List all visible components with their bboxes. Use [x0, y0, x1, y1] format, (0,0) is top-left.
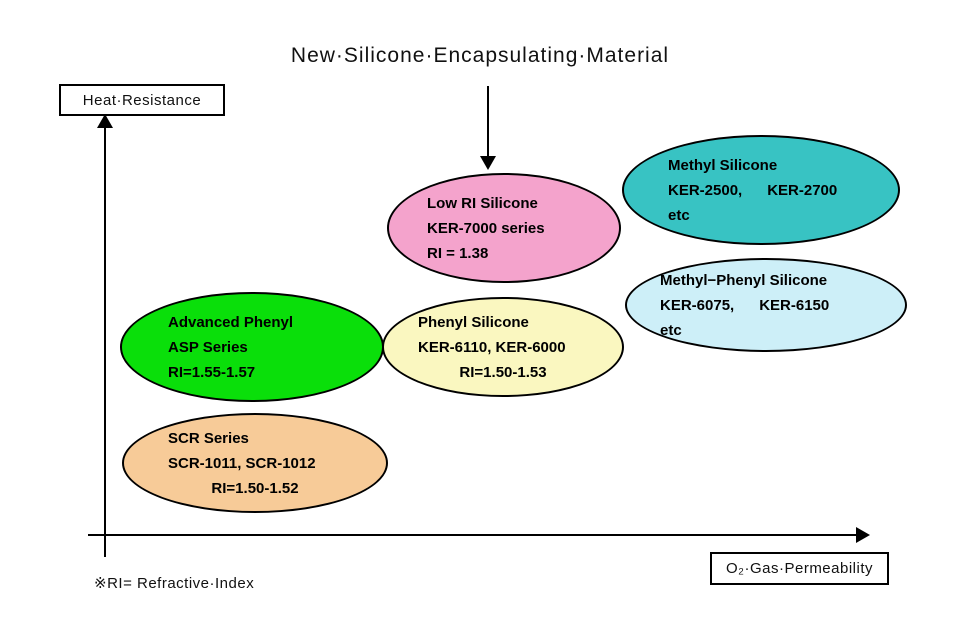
bubble-line: RI=1.50-1.52 — [211, 479, 299, 497]
y-axis-label: Heat·Resistance — [82, 91, 202, 109]
bubble-methyl-phenyl-silicone: Methyl−Phenyl Silicone KER-6075, KER-615… — [625, 258, 907, 352]
x-axis-arrowhead-icon — [856, 527, 870, 543]
ri-footnote: ※RI= Refractive·Index — [94, 575, 255, 592]
bubble-line: Advanced Phenyl — [168, 313, 294, 331]
x-axis-label: O₂·Gas·Permeability — [725, 560, 874, 577]
bubble-methyl-silicone: Methyl Silicone KER-2500, KER-2700 etc — [622, 135, 900, 245]
bubble-line: ASP Series — [168, 338, 248, 356]
title-pointer-arrow — [487, 86, 489, 158]
bubble-line: SCR Series — [168, 429, 249, 447]
bubble-line: RI=1.55-1.57 — [168, 363, 256, 381]
bubble-phenyl-silicone: Phenyl Silicone KER-6110, KER-6000 RI=1.… — [382, 297, 624, 397]
bubble-line: Methyl Silicone — [668, 156, 778, 174]
bubble-line: KER-6075, KER-6150 — [660, 296, 830, 314]
bubble-line: KER-6110, KER-6000 — [418, 338, 566, 356]
y-axis — [104, 126, 106, 557]
x-axis-label-box: O₂·Gas·Permeability — [710, 552, 889, 585]
bubble-line: SCR-1011, SCR-1012 — [168, 454, 316, 472]
bubble-line: RI=1.50-1.53 — [459, 363, 547, 381]
bubble-line: KER-2500, KER-2700 — [668, 181, 838, 199]
x-axis — [88, 534, 858, 536]
bubble-line: KER-7000 series — [427, 219, 545, 237]
bubble-line: Phenyl Silicone — [418, 313, 529, 331]
bubble-line: RI = 1.38 — [427, 244, 489, 262]
title-pointer-arrowhead-icon — [480, 156, 496, 170]
diagram-title: New·Silicone·Encapsulating·Material — [290, 44, 670, 67]
bubble-scr-series: SCR Series SCR-1011, SCR-1012 RI=1.50-1.… — [122, 413, 388, 513]
y-axis-arrowhead-icon — [97, 114, 113, 128]
bubble-line: etc — [660, 321, 682, 339]
bubble-low-ri-silicone: Low RI Silicone KER-7000 series RI = 1.3… — [387, 173, 621, 283]
bubble-line: Low RI Silicone — [427, 194, 538, 212]
bubble-line: etc — [668, 206, 690, 224]
bubble-advanced-phenyl: Advanced Phenyl ASP Series RI=1.55-1.57 — [120, 292, 384, 402]
y-axis-label-box: Heat·Resistance — [59, 84, 225, 116]
bubble-line: Methyl−Phenyl Silicone — [660, 271, 828, 289]
